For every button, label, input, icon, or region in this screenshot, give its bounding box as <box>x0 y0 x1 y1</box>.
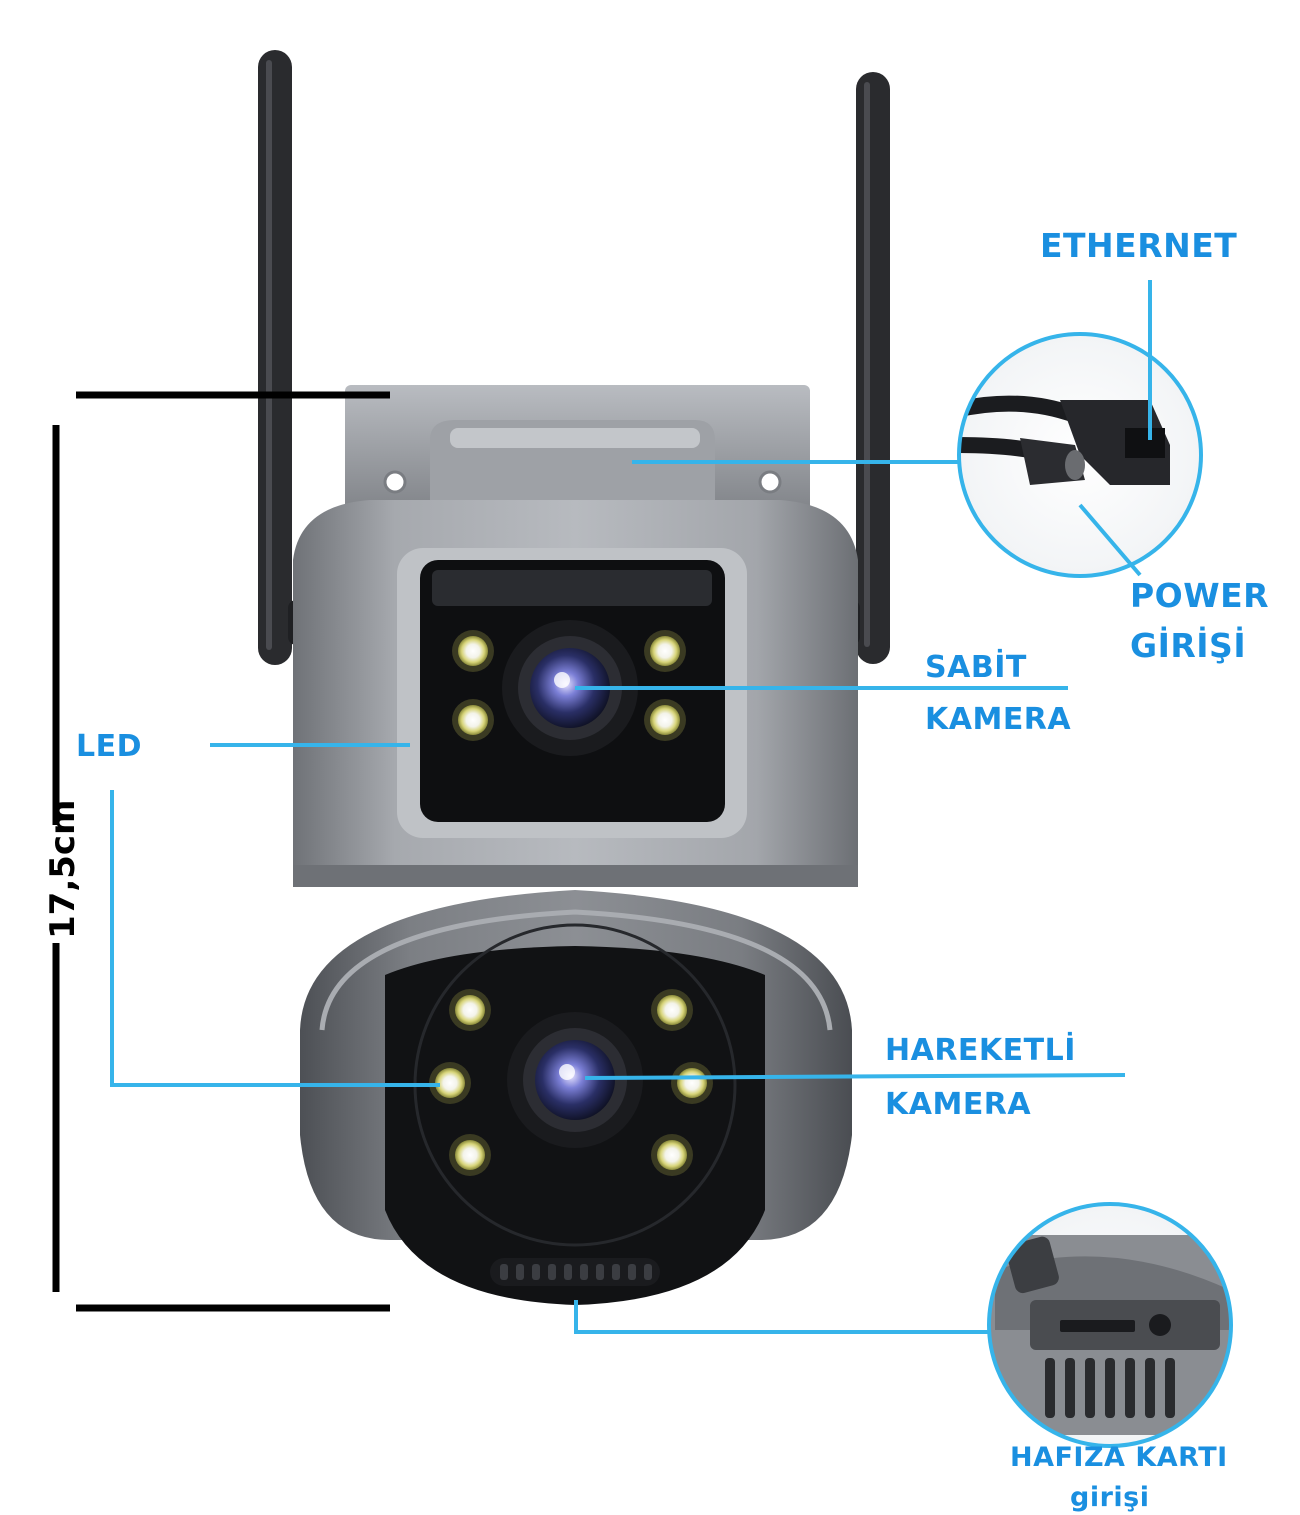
label-hafiza-line2: girişi <box>1070 1482 1150 1513</box>
ethernet-power-inset <box>957 332 1203 578</box>
label-sabit-line2: KAMERA <box>925 702 1072 737</box>
fixed-camera-leds <box>452 630 686 741</box>
dimension-label: 17,5cm <box>41 800 85 943</box>
label-power-line2: GİRİŞİ <box>1130 626 1247 665</box>
label-sabit-line1: SABİT <box>925 650 1027 685</box>
label-power-line1: POWER <box>1130 576 1270 615</box>
fixed-camera-lens <box>502 620 638 756</box>
ptz-camera-lens <box>507 1012 643 1148</box>
label-hareketli-line2: KAMERA <box>885 1087 1032 1122</box>
callout-lines <box>110 280 1152 1334</box>
label-led: LED <box>76 729 143 764</box>
label-ethernet: ETHERNET <box>1040 226 1238 265</box>
memory-card-inset <box>987 1202 1233 1448</box>
ptz-camera-leds <box>429 989 713 1176</box>
label-hareketli-line1: HAREKETLİ <box>885 1033 1076 1068</box>
label-hafiza-line1: HAFIZA KARTI <box>1010 1442 1228 1473</box>
mount-bracket <box>345 385 810 525</box>
